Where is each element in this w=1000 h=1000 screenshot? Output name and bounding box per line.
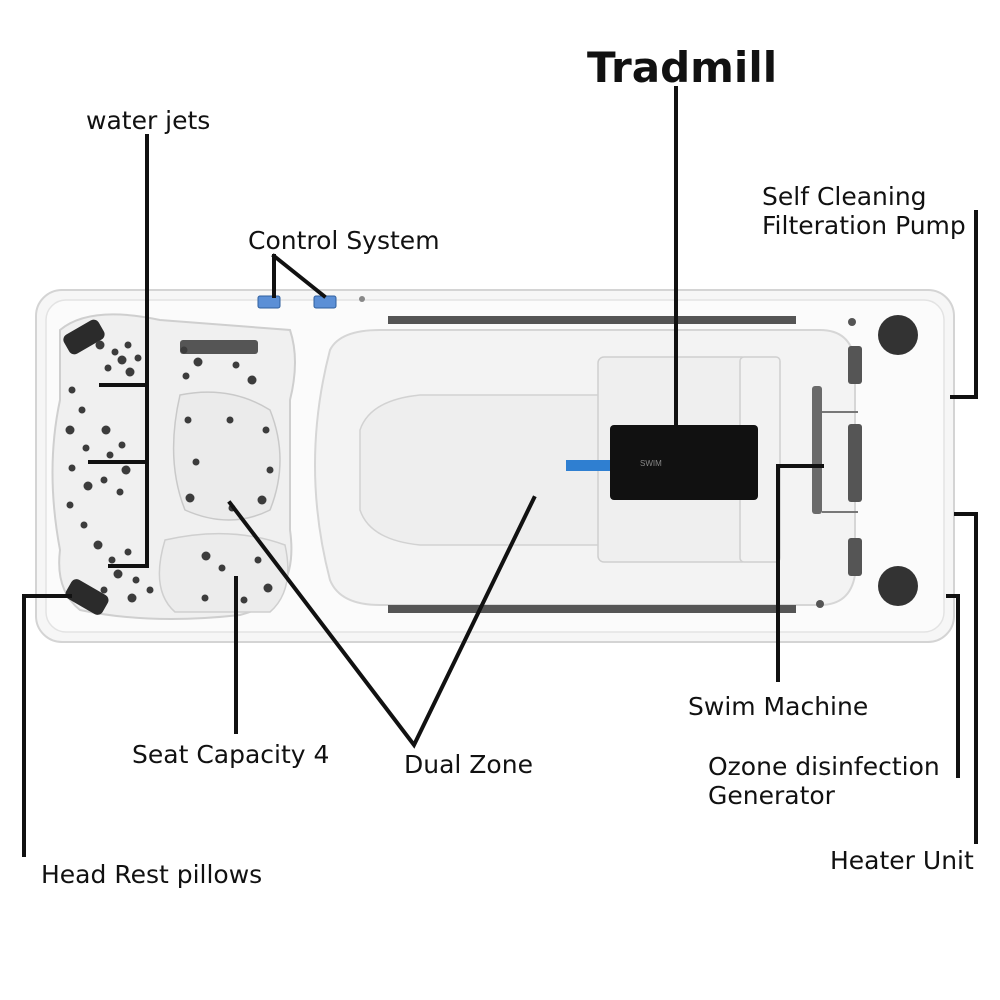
water-jet: [116, 488, 124, 496]
water-jet: [127, 593, 137, 603]
heater-unit-cover: [878, 566, 918, 606]
water-jet: [93, 540, 103, 550]
small-fitting-1: [848, 318, 856, 326]
water-jet: [121, 465, 131, 475]
water-jet: [125, 367, 135, 377]
label-tradmill: Tradmill: [587, 43, 778, 92]
water-jet: [100, 476, 108, 484]
water-jet: [111, 348, 119, 356]
water-jet: [104, 364, 112, 372]
control-panel-left: [257, 295, 281, 309]
water-jet: [232, 361, 240, 369]
label-ozone-generator: Ozone disinfection Generator: [708, 752, 940, 810]
water-jet: [192, 458, 200, 466]
label-heater-unit: Heater Unit: [830, 846, 974, 875]
water-jet: [180, 346, 188, 354]
water-jet: [262, 426, 270, 434]
water-jet: [117, 355, 127, 365]
water-jet: [257, 495, 267, 505]
swim-jet-2: [848, 424, 862, 502]
label-head-rest-pillows: Head Rest pillows: [41, 860, 263, 889]
leader-ozone-generator: [946, 594, 960, 778]
water-jet: [184, 416, 192, 424]
swim-jet-4: [812, 386, 822, 514]
label-self-cleaning-pump-line2: Filteration Pump: [762, 211, 966, 240]
vent-grille-bottom: [388, 605, 796, 613]
water-jet: [134, 354, 142, 362]
swim-jet-1: [848, 346, 862, 384]
leader-heater-unit: [954, 512, 978, 844]
water-jet: [266, 466, 274, 474]
water-jet: [68, 386, 76, 394]
water-jet: [78, 406, 86, 414]
treadmill-brand: SWIM: [640, 459, 662, 468]
leader-head-rest: [22, 594, 72, 857]
label-water-jets: water jets: [86, 106, 211, 135]
water-jet: [106, 451, 114, 459]
water-jet: [193, 357, 203, 367]
water-jet: [201, 594, 209, 602]
water-jet: [66, 501, 74, 509]
water-jet: [108, 556, 116, 564]
water-jet: [68, 464, 76, 472]
water-jet: [218, 564, 226, 572]
water-jet: [132, 576, 140, 584]
water-jet: [263, 583, 273, 593]
label-dual-zone: Dual Zone: [404, 750, 533, 779]
label-self-cleaning-pump-line1: Self Cleaning: [762, 182, 927, 211]
water-jet: [247, 375, 257, 385]
leader-water-jets: [88, 134, 149, 568]
filtration-pump-cover: [878, 315, 918, 355]
water-jet: [65, 425, 75, 435]
leader-swim-machine: [776, 464, 824, 682]
water-jet: [80, 521, 88, 529]
leader-lines: [22, 86, 978, 857]
leader-control-system: [271, 253, 327, 299]
skimmer-panel: [180, 340, 258, 354]
water-jet: [254, 556, 262, 564]
seat-bowl-center: [172, 391, 281, 521]
leader-dual-zone: [227, 495, 537, 749]
label-ozone-generator-line1: Ozone disinfection: [708, 752, 940, 781]
head-rest-pillow-top: [63, 319, 105, 355]
water-jet: [185, 493, 195, 503]
water-jet: [83, 481, 93, 491]
water-jet: [100, 586, 108, 594]
water-jet: [113, 569, 123, 579]
treadmill-blue-strip: [566, 460, 610, 471]
water-jet: [101, 425, 111, 435]
label-ozone-generator-line2: Generator: [708, 781, 835, 810]
label-swim-machine: Swim Machine: [688, 692, 869, 721]
water-jet: [201, 551, 211, 561]
treadmill-unit: [610, 425, 758, 500]
swim-lane-step: [359, 394, 601, 546]
water-jet: [118, 441, 126, 449]
seat-bowl-lower: [158, 532, 289, 613]
swim-jet-3: [848, 538, 862, 576]
water-jet: [240, 596, 248, 604]
head-rest-pillow-bottom: [65, 579, 109, 615]
water-jet: [182, 372, 190, 380]
vent-grille-top: [388, 316, 796, 324]
water-jet: [226, 416, 234, 424]
label-self-cleaning-pump: Self Cleaning Filteration Pump: [762, 182, 966, 240]
leader-self-cleaning-pump: [950, 210, 978, 399]
control-button: [359, 296, 365, 302]
small-fitting-2: [816, 600, 824, 608]
label-seat-capacity: Seat Capacity 4: [132, 740, 330, 769]
water-jet: [95, 340, 105, 350]
label-control-system: Control System: [248, 226, 440, 255]
water-jet: [124, 341, 132, 349]
water-jet: [146, 586, 154, 594]
water-jet: [82, 444, 90, 452]
water-jet: [124, 548, 132, 556]
